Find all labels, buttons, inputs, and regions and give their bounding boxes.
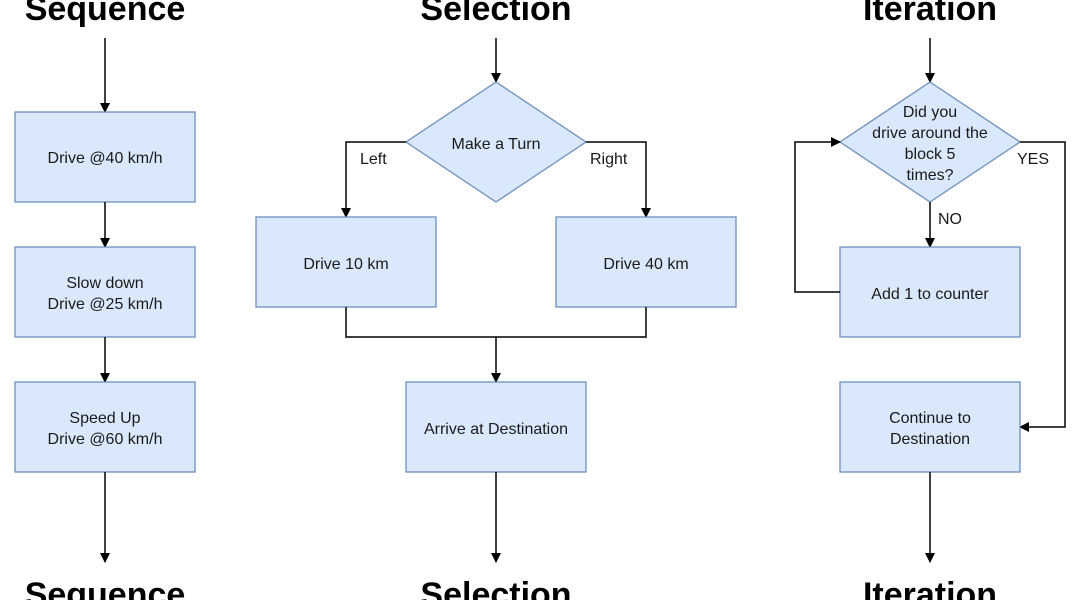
selection-left-arrow <box>341 141 406 218</box>
selection-right-action-box[interactable] <box>555 216 737 308</box>
title-selection-top: Selection <box>420 0 571 28</box>
iteration-yes-arrow <box>1019 141 1066 432</box>
selection-right-action-label: Drive 40 km <box>603 256 688 273</box>
title-sequence-top: Sequence <box>25 0 186 28</box>
sequence-step-2-label-line1: Slow down <box>66 275 143 292</box>
iteration-yes-label: YES <box>1017 151 1049 168</box>
iteration-loop-label: Add 1 to counter <box>871 286 989 303</box>
iteration-exit-box[interactable] <box>839 381 1021 473</box>
selection-left-action-box[interactable] <box>255 216 437 308</box>
sequence-flow: Drive @40 km/h Slow down Drive @25 km/h … <box>14 38 196 563</box>
sequence-step-2-label-line2: Drive @25 km/h <box>48 296 163 313</box>
selection-decision-diamond[interactable] <box>404 81 588 203</box>
selection-flow: Make a Turn Left Right Drive 10 km Drive… <box>255 38 737 563</box>
selection-left-label: Left <box>360 151 387 168</box>
selection-merge-line <box>345 307 647 338</box>
title-iteration-bottom: Iteration <box>863 576 997 600</box>
iteration-flow: Did you drive around the block 5 times? … <box>794 38 1066 563</box>
iteration-no-label: NO <box>938 211 962 228</box>
selection-left-action-label: Drive 10 km <box>303 256 388 273</box>
selection-right-label: Right <box>590 151 628 168</box>
title-iteration-top: Iteration <box>863 0 997 28</box>
title-selection-bottom: Selection <box>420 576 571 600</box>
iteration-decision-line4: times? <box>906 167 953 184</box>
iteration-decision-line1: Did you <box>903 104 957 121</box>
selection-merge-label: Arrive at Destination <box>424 421 568 438</box>
sequence-step-1-label: Drive @40 km/h <box>48 150 163 167</box>
iteration-loop-box[interactable] <box>839 246 1021 338</box>
iteration-decision-line3: block 5 <box>905 146 956 163</box>
iteration-exit-line2: Destination <box>890 431 970 448</box>
selection-right-arrow <box>586 141 651 218</box>
sequence-step-3-label-line2: Drive @60 km/h <box>48 431 163 448</box>
iteration-decision-diamond[interactable] <box>838 81 1022 203</box>
iteration-exit-line1: Continue to <box>889 410 971 427</box>
sequence-step-3-label-line1: Speed Up <box>69 410 140 427</box>
selection-merge-box[interactable] <box>405 381 587 473</box>
iteration-decision-line2: drive around the <box>872 125 988 142</box>
sequence-step-3-box[interactable] <box>14 381 196 473</box>
sequence-step-2-box[interactable] <box>14 246 196 338</box>
selection-decision-label: Make a Turn <box>452 136 541 153</box>
iteration-loop-back-arrow <box>794 137 841 293</box>
title-sequence-bottom: Sequence <box>25 576 186 600</box>
